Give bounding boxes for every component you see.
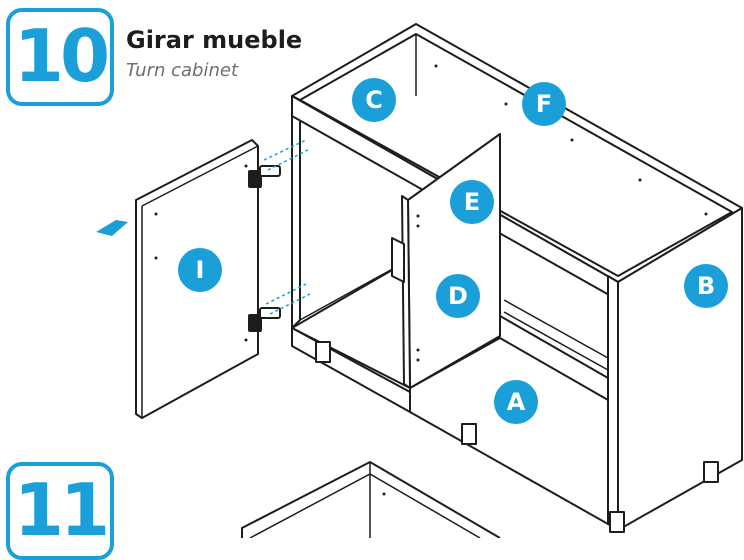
- step-number-10: 10: [6, 8, 114, 106]
- svg-text:A: A: [507, 388, 526, 416]
- shelf-line: [503, 311, 609, 371]
- door-edge: [141, 145, 259, 207]
- svg-text:E: E: [464, 188, 480, 216]
- leg: [609, 511, 625, 533]
- screw-hole: [382, 492, 386, 496]
- svg-text:B: B: [697, 272, 715, 300]
- top-opening: [299, 33, 733, 277]
- svg-text:F: F: [536, 90, 552, 118]
- hinge-icon: [248, 307, 281, 332]
- svg-text:I: I: [196, 256, 205, 284]
- svg-text:C: C: [365, 86, 383, 114]
- step-11-cabinet: [241, 461, 501, 538]
- part-label-F: F: [522, 82, 566, 126]
- cabinet-illustration: [291, 23, 743, 533]
- part-label-E: E: [450, 180, 494, 224]
- part-label-B: B: [684, 264, 728, 308]
- screw-holes: [416, 64, 708, 362]
- part-labels: A B C D E F I: [178, 78, 728, 424]
- guide-line: [269, 293, 311, 315]
- svg-text:D: D: [448, 282, 468, 310]
- step-subtitle: Turn cabinet: [126, 60, 239, 81]
- interior-block: [391, 237, 405, 283]
- guide-line: [267, 149, 309, 171]
- shelf-line-2: [503, 299, 609, 359]
- guide-line: [263, 139, 307, 161]
- leg: [461, 423, 477, 445]
- front-right-edge: [607, 275, 619, 531]
- hinge-icon: [248, 165, 281, 188]
- left-side-edge: [291, 95, 301, 329]
- part-label-I: I: [178, 248, 222, 292]
- leg: [315, 341, 331, 363]
- arrow-right-icon: [96, 220, 128, 236]
- part-label-C: C: [352, 78, 396, 122]
- door-holes: [154, 164, 248, 342]
- step-title: Girar mueble: [126, 26, 303, 54]
- leg: [703, 461, 719, 483]
- divider-edge: [401, 195, 411, 389]
- cabinet-legs: [315, 341, 719, 533]
- assembly-diagram: A B C D E F I: [96, 23, 743, 538]
- guide-line: [265, 283, 307, 305]
- part-label-A: A: [494, 380, 538, 424]
- cabinet-outline: [241, 461, 501, 538]
- part-label-D: D: [436, 274, 480, 318]
